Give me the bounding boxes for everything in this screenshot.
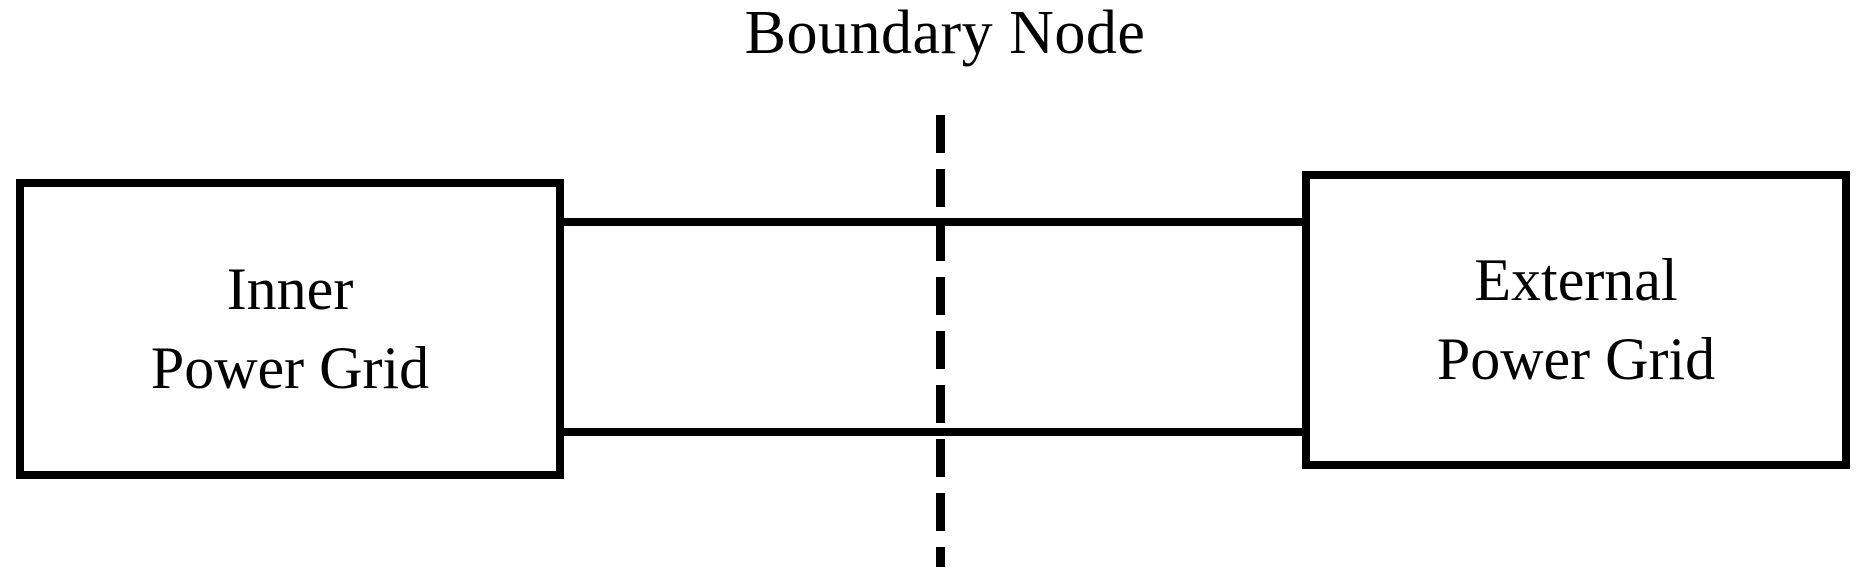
boundary-node-dashed-line: [936, 115, 945, 567]
inner-power-grid-label-line2: Power Grid: [150, 335, 430, 401]
external-power-grid-label-line1: External: [1474, 246, 1678, 313]
diagram-title: Boundary Node: [744, 0, 1146, 67]
external-power-grid-label-line2: Power Grid: [1436, 326, 1716, 392]
tie-line-bottom: [556, 428, 1310, 436]
tie-line-top: [556, 218, 1310, 226]
external-power-grid-block: External Power Grid: [1302, 171, 1850, 469]
inner-power-grid-block: Inner Power Grid: [16, 179, 564, 479]
inner-power-grid-label-line1: Inner: [226, 255, 354, 322]
